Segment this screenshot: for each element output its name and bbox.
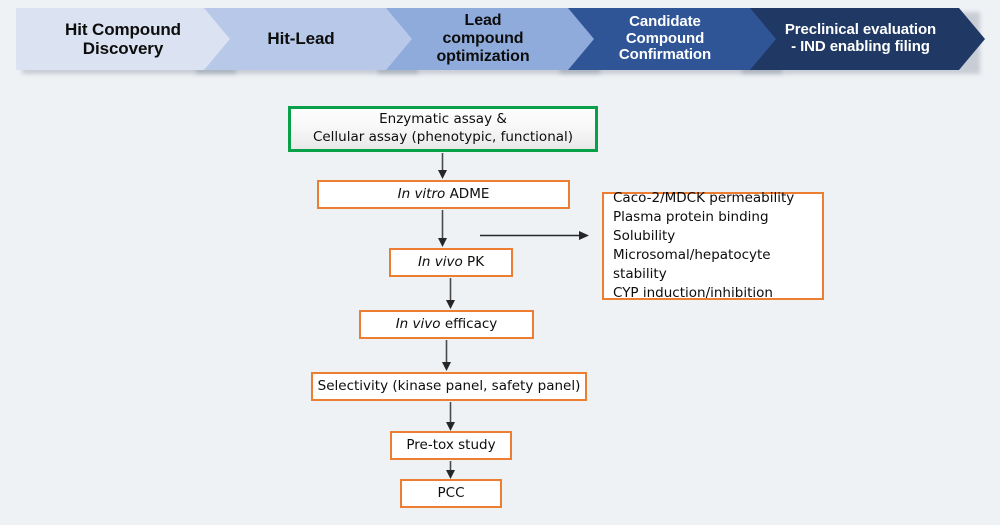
in-vivo-italic-pk: In vivo — [417, 253, 463, 270]
flow-node-enzymatic-cellular-assay[interactable]: Enzymatic assay & Cellular assay (phenot… — [288, 106, 598, 152]
in-vitro-italic: In vitro — [397, 185, 446, 202]
pk-rest: PK — [462, 253, 485, 270]
stage-label-5: Preclinical evaluation - IND enabling fi… — [784, 21, 937, 55]
arrow-invivo-pk-to-invivo-efficacy — [445, 278, 456, 310]
flow-node-selectivity-text: Selectivity (kinase panel, safety panel) — [317, 377, 581, 394]
arrow-assay-to-invitro-adme — [437, 153, 448, 180]
flow-node-in-vitro-adme[interactable]: In vitro ADME — [317, 180, 570, 209]
assay-line-2: Cellular assay (phenotypic, functional) — [312, 129, 574, 145]
flow-node-pre-tox-study[interactable]: Pre-tox study — [390, 431, 512, 460]
stage-label-1: Hit Compound Discovery — [65, 19, 181, 58]
flow-node-in-vivo-pk[interactable]: In vivo PK — [389, 248, 513, 277]
arrow-selectivity-to-pre-tox-study — [445, 402, 456, 432]
flow-node-pre-tox-study-text: Pre-tox study — [406, 436, 496, 453]
adme-assay-list-items: Caco-2/MDCK permeability Plasma protein … — [613, 189, 795, 302]
flow-node-pcc[interactable]: PCC — [400, 479, 502, 508]
flow-node-in-vivo-efficacy[interactable]: In vivo efficacy — [359, 310, 534, 339]
flow-node-assay-text: Enzymatic assay & Cellular assay (phenot… — [313, 111, 573, 147]
arrow-pre-tox-study-to-pcc — [445, 461, 456, 480]
adme-rest: ADME — [445, 185, 490, 202]
adme-assay-list-panel[interactable]: Caco-2/MDCK permeability Plasma protein … — [602, 190, 824, 301]
flow-node-in-vitro-adme-text: In vitro ADME — [398, 186, 490, 204]
arrow-invivo-efficacy-to-selectivity — [441, 340, 452, 372]
flow-node-pcc-text: PCC — [437, 484, 465, 501]
efficacy-rest: efficacy — [440, 315, 498, 332]
flow-node-in-vivo-efficacy-text: In vivo efficacy — [396, 316, 498, 334]
stage-label-2: Hit-Lead — [267, 29, 335, 49]
stage-label-3: Lead compound optimization — [436, 11, 530, 66]
assay-line-1: Enzymatic assay & — [379, 111, 507, 128]
arrow-invitro-adme-to-adme-assay-panel — [480, 230, 590, 241]
stage-label-4: Candidate Compound Confirmation — [618, 12, 712, 64]
stage-chevron-preclinical-evaluation[interactable]: Preclinical evaluation - IND enabling fi… — [736, 8, 985, 70]
discovery-stage-chevrons: Hit Compound Discovery Hit-Lead Lead com… — [16, 8, 985, 74]
stage-chevron-hit-compound-discovery[interactable]: Hit Compound Discovery — [16, 8, 230, 70]
in-vivo-italic-eff: In vivo — [395, 315, 441, 332]
flow-node-selectivity[interactable]: Selectivity (kinase panel, safety panel) — [311, 372, 587, 401]
arrow-invitro-adme-to-invivo-pk — [437, 210, 448, 248]
flow-node-in-vivo-pk-text: In vivo PK — [418, 254, 484, 272]
